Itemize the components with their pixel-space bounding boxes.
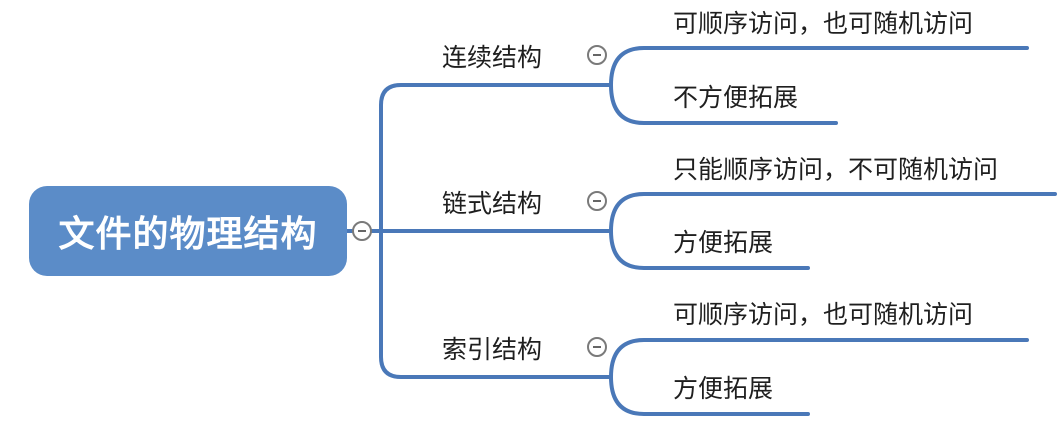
branch-2-to-leaf-1-connector bbox=[609, 375, 810, 416]
branch-2-collapse-icon[interactable] bbox=[587, 337, 607, 357]
branch-0-to-leaf-1-connector bbox=[609, 83, 838, 125]
branch-1-collapse-icon[interactable] bbox=[587, 191, 607, 211]
root-topic[interactable]: 文件的物理结构 bbox=[29, 186, 347, 276]
leaf-topic[interactable]: 可顺序访问，也可随机访问 bbox=[673, 9, 974, 38]
leaf-topic[interactable]: 只能顺序访问，不可随机访问 bbox=[673, 155, 999, 184]
branch-topic-linked[interactable]: 链式结构 bbox=[441, 189, 542, 218]
branch-topic-indexed[interactable]: 索引结构 bbox=[441, 335, 542, 364]
leaf-topic[interactable]: 可顺序访问，也可随机访问 bbox=[673, 300, 974, 329]
branch-0-to-leaf-0-connector bbox=[609, 46, 1029, 87]
branch-1-to-leaf-1-connector bbox=[609, 229, 810, 270]
leaf-topic[interactable]: 方便拓展 bbox=[673, 374, 774, 403]
branch-topic-continuous[interactable]: 连续结构 bbox=[441, 43, 542, 72]
branch-2-to-leaf-0-connector bbox=[609, 338, 1029, 379]
root-to-branch-0-connector bbox=[379, 83, 578, 233]
branch-0-collapse-icon[interactable] bbox=[587, 45, 607, 65]
leaf-topic[interactable]: 不方便拓展 bbox=[673, 83, 799, 112]
branch-1-to-leaf-0-connector bbox=[609, 192, 1057, 233]
root-collapse-icon[interactable] bbox=[352, 221, 372, 241]
root-to-branch-2-connector bbox=[379, 229, 578, 379]
leaf-topic[interactable]: 方便拓展 bbox=[673, 228, 774, 257]
